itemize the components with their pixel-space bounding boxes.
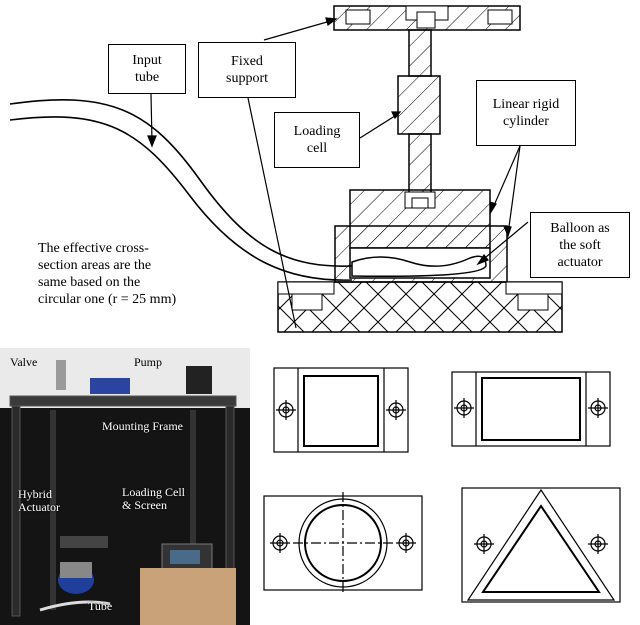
base-plate (277, 281, 563, 333)
bolt-icon (588, 534, 608, 554)
input-tube-label: Input tube (108, 44, 186, 94)
square-section-view (273, 367, 409, 453)
setup-illustration (0, 348, 250, 625)
input-tube (9, 99, 353, 281)
loading-cell-screen-label: Loading Cell & Screen (122, 485, 185, 512)
tube-label: Tube (88, 599, 113, 613)
schematic-diagram (9, 5, 563, 333)
linear-rigid-cylinder-label: Linear rigid cylinder (476, 80, 576, 146)
loading-column (397, 29, 441, 195)
cross-section-note: The effective cross- section areas are t… (38, 241, 177, 307)
rectangle-section-view (451, 371, 611, 447)
bolt-icon (386, 400, 406, 420)
bolt-icon (270, 533, 290, 553)
bolt-icon (396, 533, 416, 553)
experimental-setup-photo: Valve Pump Mounting Frame Hybrid Actuato… (0, 348, 250, 625)
valve-label: Valve (10, 355, 38, 369)
pump-label: Pump (134, 355, 163, 369)
top-support-plate (333, 5, 521, 31)
loading-cell-label: Loading cell (274, 112, 360, 168)
circle-section-view (263, 492, 423, 594)
bolt-icon (276, 400, 296, 420)
bolt-icon (454, 398, 474, 418)
fixed-support-label: Fixed support (198, 42, 296, 98)
hybrid-actuator-label: Hybrid Actuator (18, 487, 60, 514)
mounting-frame-label: Mounting Frame (102, 419, 183, 433)
balloon-label: Balloon as the soft actuator (530, 212, 630, 278)
bolt-icon (474, 534, 494, 554)
balloon-chamber (334, 225, 508, 283)
bolt-icon (588, 398, 608, 418)
leader-lines (147, 17, 529, 329)
triangle-section-view (461, 487, 621, 603)
